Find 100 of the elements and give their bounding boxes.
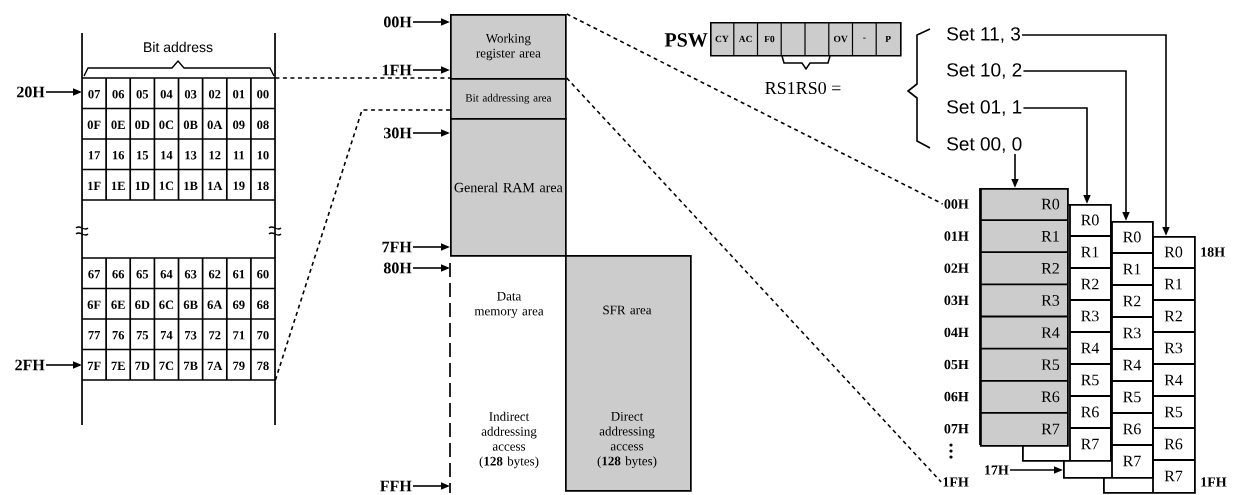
bit-cell-label: 11: [233, 151, 245, 160]
bit-cell-label: 14: [161, 151, 173, 160]
bit-cell-label: 63: [184, 270, 197, 279]
bit-cell-label: 0D: [135, 120, 150, 129]
bit-cell-label: 71: [233, 331, 245, 340]
register-bit-label: -: [863, 37, 866, 39]
bit-cell-label: 00: [257, 90, 269, 99]
bank-select-label: Set 10, 2: [947, 63, 1022, 79]
register-bit-label: OV: [833, 35, 848, 43]
bit-cell-label: 09: [233, 120, 245, 129]
bit-cell-label: 7A: [207, 361, 223, 370]
address-label: 2FH: [15, 359, 45, 371]
bit-cell-label: 66: [112, 270, 125, 279]
address-label: 01H: [944, 231, 969, 241]
memory-area: Bit addressing area: [450, 78, 567, 120]
node-label: PSW: [664, 33, 708, 47]
bit-cell-label: 61: [233, 270, 245, 279]
memory-area: Working register area: [450, 14, 567, 80]
address-label: 7FH: [382, 241, 412, 253]
bit-cell-label: 1B: [184, 181, 198, 190]
bit-cell-label: 67: [88, 270, 101, 279]
bit-cell-label: 70: [257, 331, 269, 340]
address-label: 1FH: [943, 477, 969, 487]
bit-cell-label: 7F: [87, 361, 101, 370]
bit-cell-label: 6A: [207, 300, 223, 309]
bit-cell-label: 12: [209, 151, 221, 160]
leader-line: [274, 77, 451, 79]
leader-line: [274, 109, 451, 381]
bit-cell-label: 15: [137, 151, 149, 160]
bit-cell-label: 0F: [87, 120, 101, 129]
bit-cell-label: 72: [209, 331, 221, 340]
bit-cell-label: 06: [112, 90, 125, 99]
bit-cell-label: 73: [185, 331, 197, 340]
address-label: 05H: [944, 359, 969, 370]
bit-cell-label: 65: [136, 270, 149, 279]
address-label: 03H: [944, 295, 969, 305]
bit-cell-label: 64: [160, 270, 173, 279]
register-bit-label: F0: [764, 35, 775, 43]
bit-cell-label: 17: [88, 151, 101, 160]
bit-cell-label: 1F: [88, 181, 101, 190]
bit-cell-label: 77: [88, 331, 101, 340]
bit-cell-label: 6B: [183, 300, 198, 309]
address-label: 00H: [384, 16, 412, 28]
bit-cell-label: 05: [136, 90, 149, 99]
bit-cell-label: 02: [208, 90, 221, 99]
bit-cell-label: 79: [233, 361, 245, 370]
bit-cell-label: 69: [233, 300, 245, 309]
address-label: 17H: [985, 465, 1009, 475]
bit-cell-label: 78: [257, 361, 269, 370]
bit-cell-label: 7D: [135, 361, 150, 370]
bit-cell-label: 1C: [159, 181, 174, 190]
bit-cell-label: 04: [160, 90, 173, 99]
bit-cell-label: 7B: [184, 361, 198, 370]
bit-cell-label: 18: [257, 181, 269, 190]
bit-cell-label: 01: [233, 90, 245, 99]
address-label: 00H: [944, 199, 969, 209]
bit-cell-label: 74: [160, 331, 173, 340]
bit-cell-label: 6E: [111, 300, 125, 309]
address-label: 04H: [944, 327, 969, 338]
bit-cell-label: 19: [233, 181, 245, 190]
bit-cell-label: 7C: [159, 361, 174, 370]
bit-cell-label: 68: [257, 300, 269, 309]
bit-cell-label: 6F: [87, 300, 101, 309]
bit-cell-label: 1D: [135, 181, 150, 190]
bit-cell-label: 0C: [159, 120, 174, 129]
bank-select-label: RS1RS0 =: [765, 81, 841, 95]
bank-select-label: Set 11, 3: [947, 27, 1020, 43]
bank-select-label: Set 00, 0: [947, 137, 1022, 153]
bit-cell-label: 0B: [183, 120, 198, 129]
address-label: 30H: [383, 127, 412, 139]
register-bit-label: P: [885, 35, 891, 43]
bit-cell-label: 10: [257, 151, 269, 160]
bit-cell-label: 13: [185, 151, 197, 160]
register-bit-label: AC: [738, 35, 752, 43]
register-bit-label: CY: [715, 35, 729, 43]
bit-cell-label: 08: [257, 120, 269, 129]
address-label: FFH: [380, 480, 412, 492]
bit-cell-label: 76: [112, 331, 125, 340]
bit-cell-label: 0A: [207, 120, 223, 129]
register-bank: R0 R1 R2 R3 R4 R5 R6 R7: [979, 187, 1069, 447]
bank-select-label: Set 01, 1: [947, 100, 1022, 116]
address-label: 18H: [1201, 247, 1225, 257]
address-label: 07H: [944, 423, 969, 434]
memory-area: Data memory area Indirect addressing access (128 bytes): [449, 262, 544, 494]
leader-line: [565, 77, 942, 483]
bit-cell-label: 75: [136, 331, 149, 340]
bit-cell-label: 6D: [135, 300, 150, 309]
bit-cell-label: 6C: [159, 300, 174, 309]
bit-cell-label: 03: [184, 90, 197, 99]
bit-cell-label: 62: [208, 270, 221, 279]
bit-cell-label: 07: [88, 90, 101, 99]
bit-cell-label: 60: [257, 270, 269, 279]
bit-cell-label: 7E: [111, 361, 125, 370]
address-label: 1FH: [1201, 477, 1227, 487]
bit-cell-label: 0E: [111, 120, 125, 129]
leader-line: [565, 13, 944, 205]
bit-cell-label: 1E: [111, 181, 125, 190]
bit-cell-label: 16: [112, 151, 125, 160]
address-label: 1FH: [382, 64, 412, 76]
address-label: 20H: [17, 86, 45, 98]
